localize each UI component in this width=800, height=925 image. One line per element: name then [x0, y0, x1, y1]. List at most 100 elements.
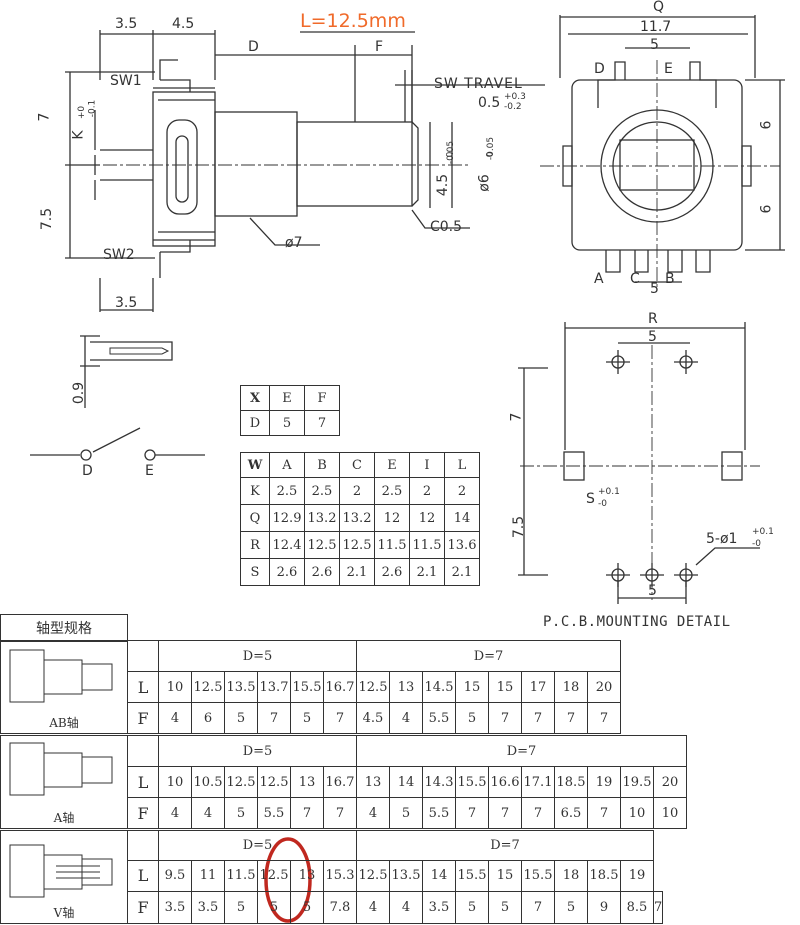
table-w-cell: 2.6 [304, 558, 340, 586]
switch-d-label: D [82, 463, 93, 479]
spec-cell: 5 [488, 891, 522, 924]
spec-cell: 5 [455, 891, 489, 924]
spec-cell: 7 [652, 891, 664, 924]
table-w-cell: A [269, 452, 305, 478]
table-w-cell: W [240, 452, 270, 478]
spec-cell: 20 [653, 766, 687, 798]
spec-cell: 7 [521, 702, 555, 734]
spec-cell: 13 [290, 766, 324, 798]
spec-cell: 13.5 [389, 859, 423, 893]
table-x-cell: X [240, 385, 270, 411]
front-pin-a: A [594, 271, 604, 287]
dim-k-tol-up: +0 [77, 105, 88, 120]
sw2-label: SW2 [103, 247, 135, 263]
table-w: W A B C E I L K 2.5 2.5 2 2.5 2 2 Q 12.9… [240, 452, 480, 586]
switch-symbol-drawing [30, 427, 205, 461]
spec-cell: 5 [290, 891, 324, 924]
spec-cell: 15.5 [521, 859, 555, 893]
spec-cell: 17 [521, 671, 555, 703]
dim-k-tol-dn: -0.1 [87, 99, 98, 118]
spec-cell: 10 [158, 671, 192, 703]
spec-block-ab: AB轴 D=5 D=7 L 10 12.5 13.5 13.7 15.5 16.… [0, 640, 621, 734]
front-pin-d: D [594, 61, 605, 77]
spec-row-f: F [127, 891, 159, 924]
pcb-holes-tol-up: +0.1 [752, 527, 774, 537]
spec-d7-header: D=7 [356, 830, 654, 861]
spec-shaft-name: V轴 [0, 830, 128, 924]
spec-d5-header: D=5 [158, 735, 357, 767]
spec-cell: 5 [224, 797, 258, 829]
spec-cell: 18.5 [587, 859, 621, 893]
pcb-r-label: R [648, 311, 658, 327]
spec-cell: 5.5 [422, 702, 456, 734]
spec-cell: 15 [455, 671, 489, 703]
spec-cell: 5 [224, 702, 258, 734]
spec-cell: 4 [158, 797, 192, 829]
dim-7-label: 7 [36, 112, 53, 122]
spec-title: 轴型规格 [0, 614, 128, 642]
front-pin-b: B [665, 271, 675, 287]
spec-cell: 15.5 [455, 766, 489, 798]
sw-travel-tol-dn: -0.2 [504, 102, 522, 112]
front-pin-e: E [664, 61, 673, 77]
spec-cell: 13.5 [224, 671, 258, 703]
spec-cell: 13 [356, 766, 390, 798]
spec-row-l: L [127, 859, 159, 893]
table-w-cell: 2.1 [339, 558, 375, 586]
table-w-cell: 14 [444, 504, 480, 532]
spec-cell: 7 [554, 702, 588, 734]
spec-cell: 19.5 [620, 766, 654, 798]
spec-cell: 7 [488, 702, 522, 734]
spec-cell: 5 [257, 891, 291, 924]
side-view-drawing [65, 30, 545, 312]
spec-cell: 6.5 [554, 797, 588, 829]
table-w-cell: Q [240, 504, 270, 532]
spec-cell: 4 [389, 891, 423, 924]
spec-cell: 20 [587, 671, 621, 703]
spec-cell: 3.5 [422, 891, 456, 924]
spec-d7-header: D=7 [356, 735, 687, 767]
spec-cell: 16.7 [323, 766, 357, 798]
pcb-s-tol-dn: -0 [598, 499, 607, 509]
spec-cell: 18.5 [554, 766, 588, 798]
front-height-2: 6 [758, 204, 775, 214]
spec-cell: 16.7 [323, 671, 357, 703]
table-w-cell: 11.5 [374, 531, 410, 559]
shaft-tol-dn: -0.05 [486, 136, 497, 161]
table-w-cell: 2.5 [304, 477, 340, 505]
spec-cell: 5 [389, 797, 423, 829]
table-w-cell: 2.5 [374, 477, 410, 505]
spec-cell: 14 [389, 766, 423, 798]
spec-cell: 18 [554, 859, 588, 893]
pcb-layout-drawing [518, 322, 760, 604]
table-w-cell: C [339, 452, 375, 478]
spec-cell: 7 [257, 702, 291, 734]
pcb-pitch-top: 5 [648, 329, 657, 345]
spec-cell: 4 [191, 797, 225, 829]
spec-cell: 15.5 [290, 671, 324, 703]
spec-cell: 16.6 [488, 766, 522, 798]
spec-cell: 15 [488, 671, 522, 703]
sw-travel-label: SW TRAVEL [434, 76, 523, 92]
spec-block-v: V轴 D=5 D=7 L 9.5 11 11.5 12.5 13 15.3 12… [0, 830, 664, 924]
spec-cell: 7 [290, 797, 324, 829]
dim-bottom-label: 3.5 [115, 295, 138, 311]
table-w-cell: 13.6 [444, 531, 480, 559]
spec-cell: 14 [422, 859, 456, 893]
spec-cell: 13.7 [257, 671, 291, 703]
table-w-cell: B [304, 452, 340, 478]
table-w-cell: 2 [444, 477, 480, 505]
spec-cell: 4 [389, 702, 423, 734]
spec-cell: 5.5 [257, 797, 291, 829]
spec-cell: 17.1 [521, 766, 555, 798]
spec-cell: 12.5 [191, 671, 225, 703]
table-w-cell: 2 [339, 477, 375, 505]
table-w-cell: 12.5 [339, 531, 375, 559]
spec-cell: 8.5 [620, 891, 654, 924]
spec-cell: 4 [158, 702, 192, 734]
table-w-cell: K [240, 477, 270, 505]
spec-cell: 7 [587, 797, 621, 829]
pcb-s-tol-up: +0.1 [598, 487, 620, 497]
flat-tol-dn: -0.05 [446, 140, 457, 165]
